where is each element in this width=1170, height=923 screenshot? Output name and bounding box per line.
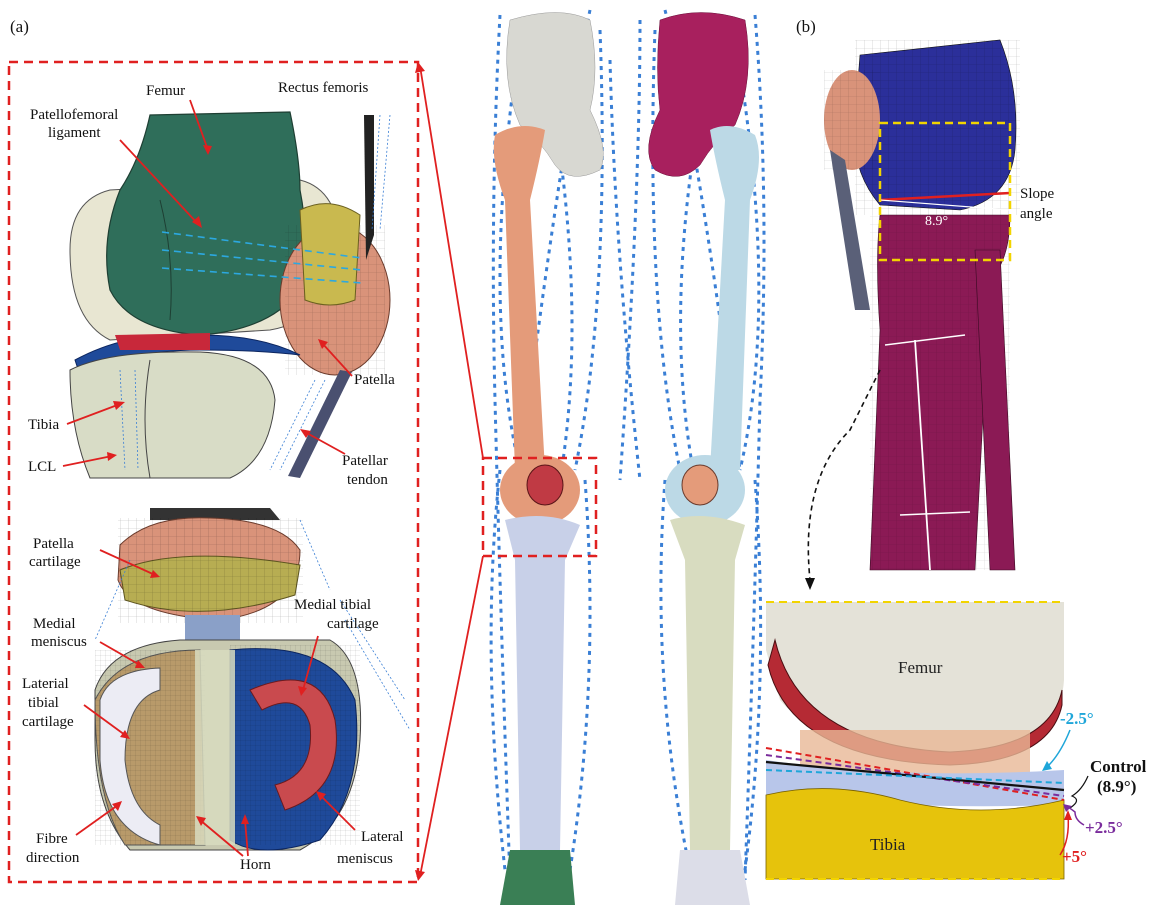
label-medial-tibial-cartilage-1: Medial tibial xyxy=(294,597,371,613)
label-patella-cartilage-1: Patella xyxy=(33,536,74,552)
label-femur: Femur xyxy=(146,83,185,99)
label-patellofemoral-2: ligament xyxy=(48,125,101,141)
label-medial-tibial-cartilage-2: cartilage xyxy=(327,616,379,632)
label-lateral-tibial-cartilage-2: tibial xyxy=(28,695,59,711)
label-lateral-meniscus-2: meniscus xyxy=(337,851,393,867)
zoom-label-tibia: Tibia xyxy=(870,835,906,854)
label-medial-meniscus-1: Medial xyxy=(33,616,76,632)
zoomed-contact-view xyxy=(766,602,1064,879)
label-lateral-tibial-cartilage-3: cartilage xyxy=(22,714,74,730)
label-control-1: Control xyxy=(1090,757,1147,776)
label-lateral-meniscus-1: Lateral xyxy=(361,829,403,845)
label-minus-2-5: -2.5° xyxy=(1060,709,1094,728)
label-patellofemoral-1: Patellofemoral xyxy=(30,107,118,123)
label-patellar-tendon-1: Patellar xyxy=(342,453,388,469)
label-patellar-tendon-2: tendon xyxy=(347,472,388,488)
panel-b-tag: (b) xyxy=(796,17,816,36)
label-fibre-direction-1: Fibre xyxy=(36,831,68,847)
label-slope-2: angle xyxy=(1020,206,1053,222)
label-lateral-tibial-cartilage-1: Laterial xyxy=(22,676,69,692)
label-medial-meniscus-2: meniscus xyxy=(31,634,87,650)
knee-3d-view xyxy=(70,112,390,478)
label-control-2: (8.9°) xyxy=(1097,777,1136,796)
zoom-connector xyxy=(808,370,880,580)
label-horn: Horn xyxy=(240,857,271,873)
connector-top xyxy=(420,66,483,458)
label-rectus-femoris: Rectus femoris xyxy=(278,80,369,96)
lateral-knee-view xyxy=(824,40,1020,570)
label-lcl: LCL xyxy=(28,459,56,475)
label-tibia: Tibia xyxy=(28,417,59,433)
label-patella: Patella xyxy=(354,372,395,388)
label-plus-5: +5° xyxy=(1062,847,1087,866)
slope-angle-value: 8.9° xyxy=(925,214,948,229)
label-patella-cartilage-2: cartilage xyxy=(29,554,81,570)
panel-a-tag: (a) xyxy=(10,17,29,36)
label-fibre-direction-2: direction xyxy=(26,850,80,866)
connector-bottom xyxy=(420,556,483,876)
zoom-label-femur: Femur xyxy=(898,658,943,677)
label-slope-1: Slope xyxy=(1020,186,1055,202)
label-plus-2-5: +2.5° xyxy=(1085,818,1123,837)
cartilage-meniscus-view xyxy=(95,508,410,850)
